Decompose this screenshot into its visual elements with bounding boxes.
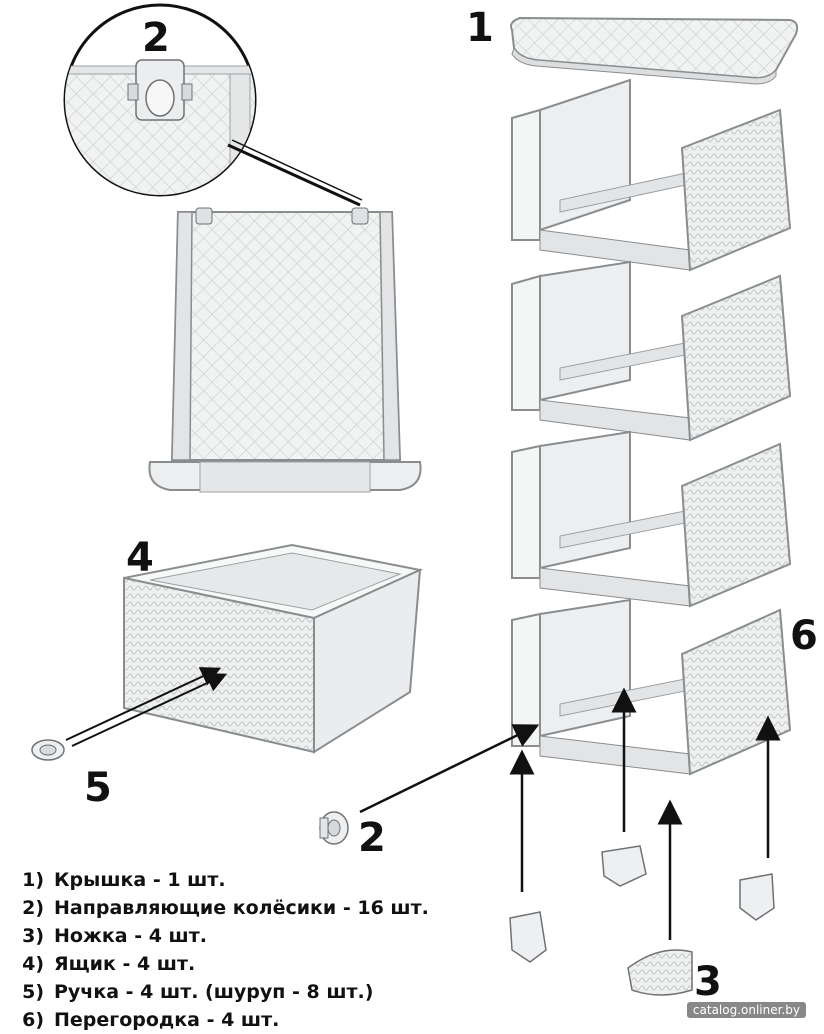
lid-drawing [510, 16, 799, 85]
leg-back-middle [601, 845, 647, 887]
wheel-arrow [359, 724, 540, 814]
watermark: catalog.onliner.by [686, 1002, 806, 1018]
partition-panel-drawing [148, 207, 422, 493]
handle-arrow-2 [71, 673, 228, 747]
legend-item: 3)Ножка - 4 шт. [22, 925, 207, 947]
callout-partition: 6 [790, 613, 818, 659]
legend-item: 2)Направляющие колёсики - 16 шт. [22, 897, 429, 919]
legend-item: 6)Перегородка - 4 шт. [22, 1009, 280, 1031]
callout-leg: 3 [694, 959, 722, 1005]
leg-back-right [739, 873, 775, 921]
frame-tier-1 [511, 78, 792, 272]
leg-front-left [509, 911, 547, 963]
callout-wheel-zoom: 2 [142, 15, 170, 61]
drawer-drawing [123, 543, 424, 754]
handle-drawing [31, 739, 65, 761]
callout-handle: 5 [84, 765, 112, 811]
parts-legend: 1)Крышка - 1 шт. 2)Направляющие колёсики… [10, 866, 530, 1034]
frame-tier-4 [511, 598, 792, 776]
legend-item: 4)Ящик - 4 шт. [22, 953, 196, 975]
legend-item: 5)Ручка - 4 шт. (шуруп - 8 шт.) [22, 981, 374, 1003]
wheel-drawing [319, 811, 349, 845]
callout-wheel: 2 [358, 815, 386, 861]
wheel-zoom-detail [63, 3, 363, 207]
callout-drawer: 4 [126, 535, 154, 581]
callout-lid: 1 [466, 5, 494, 51]
handle-arrow-1 [65, 667, 222, 741]
legend-item: 1)Крышка - 1 шт. [22, 869, 226, 891]
frame-tier-3 [511, 430, 792, 608]
frame-tier-2 [511, 260, 792, 442]
leg-front-right [627, 949, 693, 996]
